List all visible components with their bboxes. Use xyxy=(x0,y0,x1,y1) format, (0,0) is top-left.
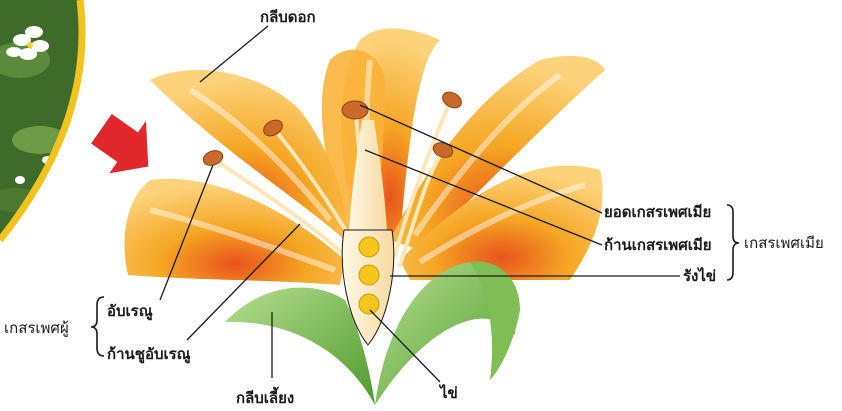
pointer-arrow xyxy=(83,103,169,190)
label-stigma: ยอดเกสรเพศเมีย xyxy=(604,203,711,221)
label-stamen-group: เกสรเพศผู้ xyxy=(4,319,69,337)
label-style: ก้านเกสรเพศเมีย xyxy=(604,236,712,254)
stamen-brace xyxy=(91,297,104,356)
pistil-brace xyxy=(727,205,739,280)
label-petal: กลีบดอก xyxy=(260,8,316,26)
label-ovule: ไข่ xyxy=(438,383,458,402)
label-sepal: กลีบเลี้ยง xyxy=(236,386,294,407)
label-filament: ก้านชูอับเรณู xyxy=(107,345,191,364)
label-anther: อับเรณู xyxy=(107,302,153,321)
ovules xyxy=(359,237,379,314)
label-ovary: รังไข่ xyxy=(683,266,716,285)
label-pistil-group: เกสรเพศเมีย xyxy=(744,234,824,252)
inset-flower-photo xyxy=(0,0,100,250)
